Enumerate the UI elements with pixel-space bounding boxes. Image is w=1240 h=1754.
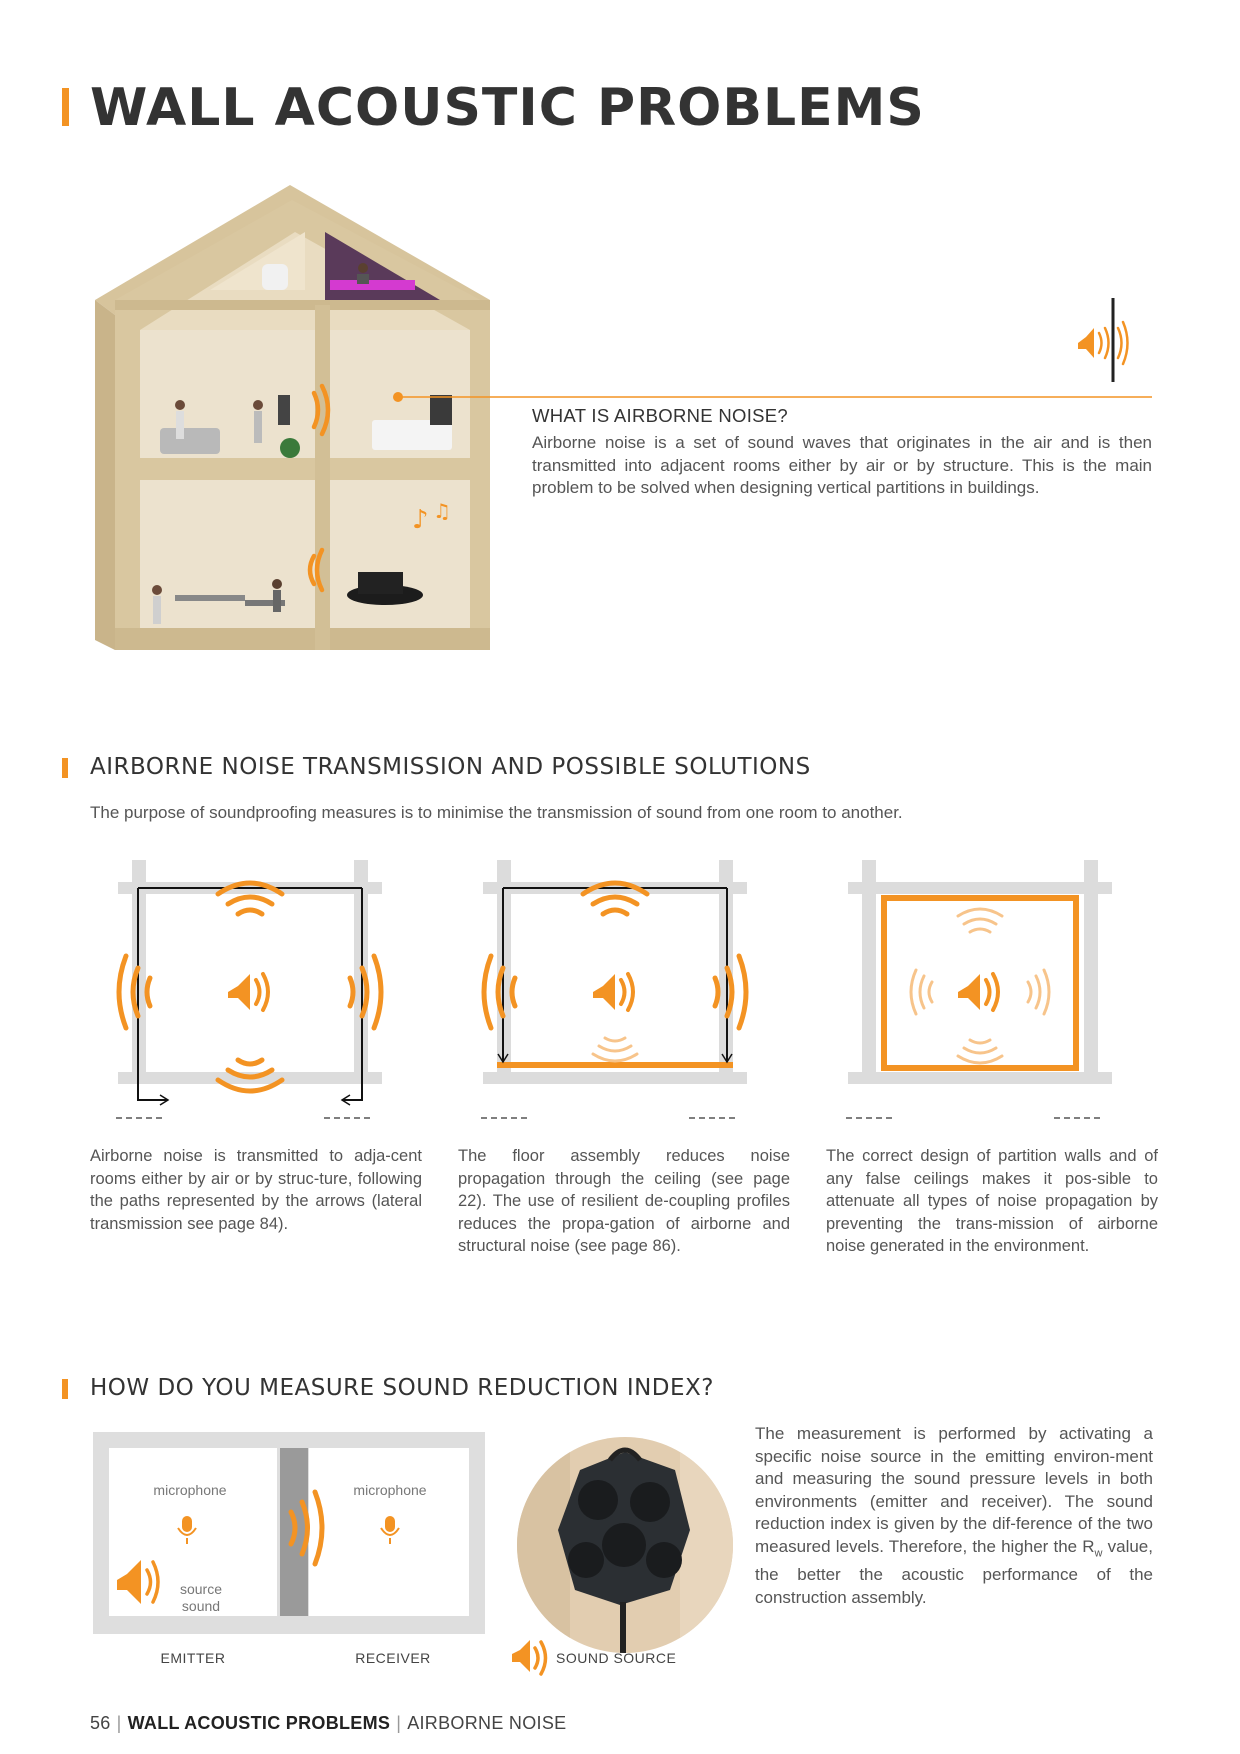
caption-3: The correct design of partition walls an… xyxy=(826,1147,1158,1255)
microphone-icon xyxy=(380,1516,400,1544)
mic-right-label: microphone xyxy=(353,1482,427,1498)
footer-subsection: AIRBORNE NOISE xyxy=(407,1713,567,1733)
airborne-heading: WHAT IS AIRBORNE NOISE? xyxy=(532,405,789,426)
source-label-2: sound xyxy=(181,1598,221,1614)
caption-1: Airborne noise is transmitted to adja-ce… xyxy=(90,1147,422,1233)
caption-2: The floor assembly reduces noise propaga… xyxy=(458,1147,790,1255)
page-title: WALL ACOUSTIC PROBLEMS xyxy=(90,78,925,138)
title-accent-bar xyxy=(62,88,69,126)
microphone-icon xyxy=(177,1516,197,1544)
svg-text:♫: ♫ xyxy=(433,499,451,523)
speaker-icon xyxy=(958,974,980,1010)
speaker-icon xyxy=(117,1560,160,1604)
mic-left-label: microphone xyxy=(153,1482,227,1498)
svg-text:♪: ♪ xyxy=(412,505,429,535)
speaker-icon xyxy=(512,1640,548,1676)
footer-section: WALL ACOUSTIC PROBLEMS xyxy=(127,1713,391,1733)
section-accent-bar xyxy=(62,1379,68,1399)
section-accent-bar xyxy=(62,758,68,778)
emitter-label: EMITTER xyxy=(160,1650,226,1666)
speaker-icon xyxy=(593,974,615,1010)
source-label-1: source xyxy=(179,1581,223,1597)
speaker-icon xyxy=(228,974,250,1010)
airborne-text: Airborne noise is a set of sound waves t… xyxy=(532,433,1152,497)
transmission-diagram-1 xyxy=(116,860,384,1119)
transmission-heading: AIRBORNE NOISE TRANSMISSION AND POSSIBLE… xyxy=(90,754,811,780)
measure-text: The measurement is performed by activati… xyxy=(755,1424,1153,1607)
transmission-intro: The purpose of soundproofing measures is… xyxy=(90,803,903,822)
sound-source-photo xyxy=(517,1437,733,1653)
sound-source-label: SOUND SOURCE xyxy=(556,1650,677,1666)
measure-heading: HOW DO YOU MEASURE SOUND REDUCTION INDEX… xyxy=(90,1375,715,1401)
page-number: 56 xyxy=(90,1713,111,1733)
transmission-diagram-2 xyxy=(481,860,749,1119)
house-illustration: ♪ ♫ xyxy=(95,185,1152,650)
measurement-diagram xyxy=(93,1432,485,1634)
transmission-diagram-3 xyxy=(846,860,1112,1119)
page-footer: 56|WALL ACOUSTIC PROBLEMS|AIRBORNE NOISE xyxy=(90,1713,567,1733)
receiver-label: RECEIVER xyxy=(355,1650,431,1666)
